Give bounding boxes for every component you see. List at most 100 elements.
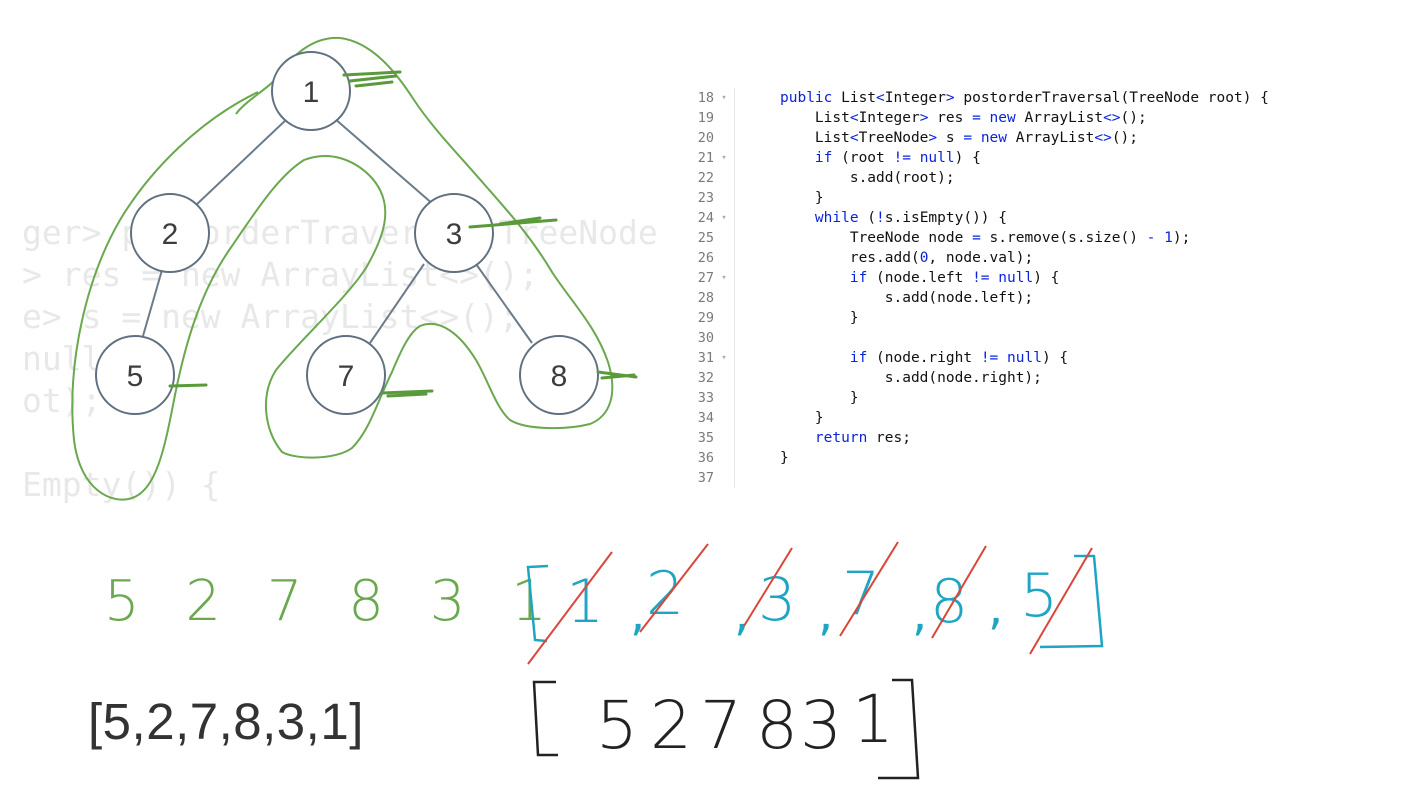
fold-arrow-icon[interactable]: ▾ bbox=[721, 213, 727, 223]
code-text: return res; bbox=[814, 430, 911, 446]
stack-item: 5 bbox=[1020, 561, 1058, 631]
visit-tick-marks bbox=[168, 70, 638, 398]
fold-arrow-icon[interactable]: ▾ bbox=[721, 353, 727, 363]
code-text: TreeNode node = s.remove(s.size() - 1); bbox=[780, 230, 1191, 246]
tree-edge bbox=[333, 117, 435, 206]
strike-through bbox=[527, 551, 613, 665]
code-text: } bbox=[780, 190, 824, 206]
code-text: } bbox=[780, 390, 859, 406]
code-line: 22 s.add(root); bbox=[686, 168, 955, 188]
line-number: 29 bbox=[697, 310, 714, 326]
result-close-bracket bbox=[878, 678, 920, 780]
faded-code-line: Empty()) { bbox=[22, 465, 221, 504]
visit-tick bbox=[468, 216, 558, 229]
stack-item: 2 bbox=[646, 559, 684, 629]
stack-comma: , bbox=[818, 586, 833, 642]
strike-through bbox=[839, 541, 899, 637]
code-text: s.add(node.left); bbox=[780, 290, 1034, 306]
code-line: 29 } bbox=[686, 308, 859, 328]
code-line: 35 return res; bbox=[686, 428, 911, 448]
line-number: 25 bbox=[697, 230, 714, 246]
code-line: 27▾ if (node.left != null) { bbox=[686, 268, 1060, 288]
stack-item: 8 bbox=[930, 567, 968, 637]
code-text: if (node.left != null) { bbox=[849, 270, 1060, 286]
stack-item: 7 bbox=[842, 559, 880, 629]
node-label: 3 bbox=[446, 218, 463, 251]
line-number: 33 bbox=[697, 390, 714, 406]
stack-comma: , bbox=[988, 580, 1003, 636]
fold-arrow-icon[interactable]: ▾ bbox=[721, 93, 727, 103]
line-number: 36 bbox=[697, 450, 714, 466]
result-digit: 2 bbox=[650, 687, 692, 764]
line-number: 30 bbox=[697, 330, 714, 346]
result-digit: 3 bbox=[800, 687, 842, 764]
stack-item: 3 bbox=[758, 565, 796, 635]
code-text: } bbox=[780, 450, 789, 466]
result-digit: 7 bbox=[700, 687, 742, 764]
result-array-text: [5,2,7,8,3,1] bbox=[88, 693, 364, 750]
line-number: 22 bbox=[697, 170, 714, 186]
visit-tick bbox=[168, 383, 208, 388]
strike-through bbox=[1029, 547, 1093, 655]
code-text: s.add(root); bbox=[780, 170, 955, 186]
visit-tick bbox=[596, 370, 638, 380]
code-line: 36} bbox=[686, 448, 789, 468]
code-text: public List<Integer> postorderTraversal(… bbox=[780, 90, 1269, 106]
tree-node-3: 3 bbox=[414, 193, 494, 273]
tree-node-1: 1 bbox=[271, 51, 351, 131]
strike-through bbox=[931, 545, 987, 639]
code-line: 32 s.add(node.right); bbox=[686, 368, 1042, 388]
faded-code-line: ot); bbox=[22, 381, 102, 420]
fold-arrow-icon[interactable]: ▾ bbox=[721, 153, 727, 163]
tree-edge bbox=[369, 263, 425, 344]
code-text: } bbox=[780, 410, 824, 426]
line-number: 34 bbox=[697, 410, 714, 426]
stack-comma: , bbox=[912, 586, 927, 642]
visit-tick bbox=[342, 70, 402, 88]
code-text: List<Integer> res = new ArrayList<>(); bbox=[780, 110, 1147, 126]
code-line: 19 List<Integer> res = new ArrayList<>()… bbox=[686, 108, 1147, 128]
code-line: 37 bbox=[686, 468, 780, 488]
code-line: 34 } bbox=[686, 408, 824, 428]
code-text: if (root != null) { bbox=[814, 150, 981, 166]
traversal-outline bbox=[71, 36, 614, 501]
gutter-divider bbox=[734, 88, 735, 488]
line-number: 28 bbox=[697, 290, 714, 306]
stack-comma: , bbox=[630, 586, 645, 642]
line-number: 20 bbox=[697, 130, 714, 146]
faded-code-line: > res = new ArrayList<>(); bbox=[22, 255, 539, 294]
stack-trace-list: 1 , 2 , 3 , 7 , 8 , 5 bbox=[526, 541, 1104, 665]
line-number: 32 bbox=[697, 370, 714, 386]
visit-tick bbox=[380, 389, 434, 398]
line-number: 26 bbox=[697, 250, 714, 266]
line-number: 21 bbox=[697, 150, 714, 166]
result-digit: 5 bbox=[596, 687, 638, 764]
code-line: 18 ▾ public List<Integer> postorderTravers… bbox=[686, 88, 1269, 108]
node-label: 5 bbox=[127, 360, 144, 393]
node-label: 7 bbox=[338, 360, 355, 393]
line-number: 37 bbox=[697, 470, 714, 486]
line-number: 19 bbox=[697, 110, 714, 126]
code-line: 28 s.add(node.left); bbox=[686, 288, 1033, 308]
line-number: 18 bbox=[697, 90, 714, 106]
faded-code-line: ger> postorderTraversal(TreeNode root) { bbox=[22, 213, 682, 252]
line-number: 31 bbox=[697, 350, 714, 366]
tree-node-2: 2 bbox=[130, 193, 210, 273]
handwritten-green-sequence: 5 2 7 8 3 1 bbox=[104, 569, 561, 634]
code-line: 31 ▾ if (node.right != null) { bbox=[686, 348, 1068, 368]
strike-through bbox=[639, 543, 709, 633]
tree-node-5: 5 bbox=[95, 335, 175, 415]
code-line: 30 bbox=[686, 328, 780, 348]
code-text: if (node.right != null) { bbox=[849, 350, 1069, 366]
line-number: 24 bbox=[697, 210, 714, 226]
stack-item: 1 bbox=[566, 567, 604, 637]
code-line: 26 res.add(0, node.val); bbox=[686, 248, 1033, 268]
code-text: s.add(node.right); bbox=[780, 370, 1042, 386]
node-label: 1 bbox=[303, 76, 320, 109]
fold-arrow-icon[interactable]: ▾ bbox=[721, 273, 727, 283]
code-line: 24▾ while (!s.isEmpty()) { bbox=[686, 208, 1007, 228]
code-line: 23 } bbox=[686, 188, 824, 208]
code-line: 33 } bbox=[686, 388, 859, 408]
